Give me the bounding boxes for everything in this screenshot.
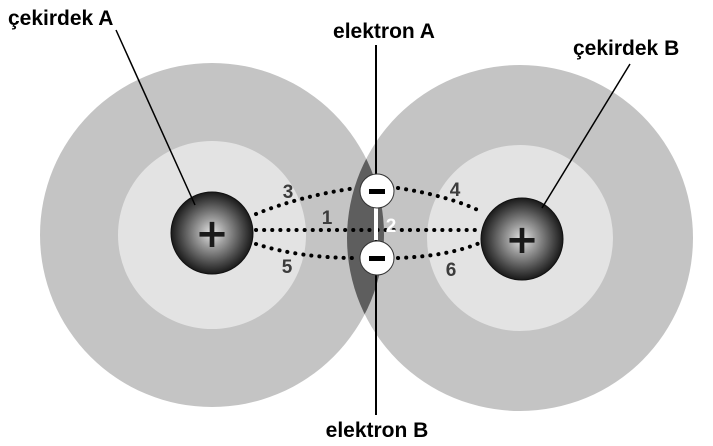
- interaction-line-4: [396, 186, 484, 214]
- nucleus-b: +: [480, 197, 564, 281]
- interaction-lines: [254, 186, 484, 260]
- electron-a-label: elektron A: [333, 20, 435, 43]
- nucleus-a-leader: [115, 29, 196, 206]
- electron-b: [359, 240, 395, 276]
- nucleus-b-charge: +: [505, 217, 539, 263]
- interaction-label-5: 5: [282, 257, 293, 278]
- nucleus-b-label: çekirdek B: [573, 37, 679, 60]
- nucleus-b-leader: [541, 63, 631, 209]
- nucleus-a-label: çekirdek A: [8, 7, 113, 30]
- nucleus-a-charge: +: [195, 211, 229, 257]
- interaction-label-1: 1: [322, 208, 333, 229]
- interaction-line-6: [396, 240, 484, 260]
- electron-b-label: elektron B: [326, 419, 429, 442]
- nucleus-a: +: [170, 191, 254, 275]
- electron-a: [359, 173, 395, 209]
- interaction-label-4: 4: [450, 180, 461, 201]
- interaction-label-6: 6: [446, 260, 457, 281]
- interaction-line-5: [254, 242, 358, 260]
- interaction-label-2: 2: [386, 216, 397, 237]
- interaction-line-3: [254, 186, 358, 216]
- interaction-label-3: 3: [283, 182, 294, 203]
